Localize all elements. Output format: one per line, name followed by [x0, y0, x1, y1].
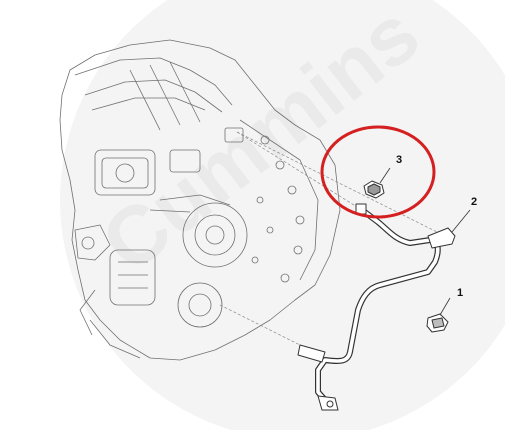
highlight-circle: [320, 125, 436, 219]
fuel-tube-assembly: [297, 203, 456, 411]
watermark: Cummins: [60, 0, 505, 430]
leader-lines: [219, 131, 438, 346]
callout-1: 1: [457, 287, 464, 299]
callout-3: 3: [396, 154, 403, 166]
leader-2: [451, 209, 471, 233]
connector-part: [363, 167, 391, 199]
callout-2: 2: [471, 196, 478, 208]
engine-block: [59, 39, 341, 361]
clamp-part: [426, 297, 451, 333]
